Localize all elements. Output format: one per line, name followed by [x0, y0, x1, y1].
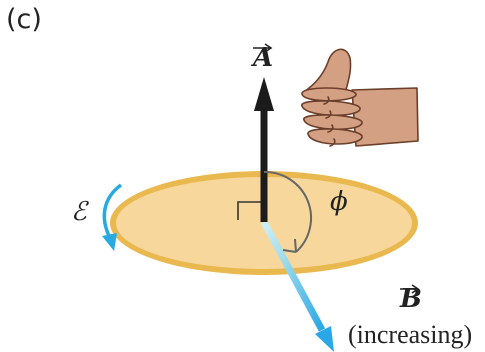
angle-phi-arc: [263, 170, 313, 253]
right-angle-marker: [237, 201, 264, 220]
magnetic-field-overarrow: [400, 284, 420, 294]
area-vector-head: [254, 77, 274, 111]
panel-label: (c): [6, 4, 42, 35]
magnetic-field-vector-shaft: [260, 220, 326, 332]
emf-direction-arrowhead: [102, 233, 117, 251]
angle-phi-label: ϕ: [330, 187, 348, 217]
emf-direction-arrow: [102, 183, 123, 239]
area-vector-overarrow: [253, 43, 273, 53]
magnetic-field-label: B: [399, 284, 422, 314]
magnetic-field-vector-head: [315, 326, 334, 352]
emf-label: ℰ: [71, 197, 89, 227]
angle-phi-arrowhead: [282, 238, 297, 253]
thumbs-up-right-hand-icon: [301, 48, 419, 147]
field-increasing-note: (increasing): [348, 320, 472, 349]
